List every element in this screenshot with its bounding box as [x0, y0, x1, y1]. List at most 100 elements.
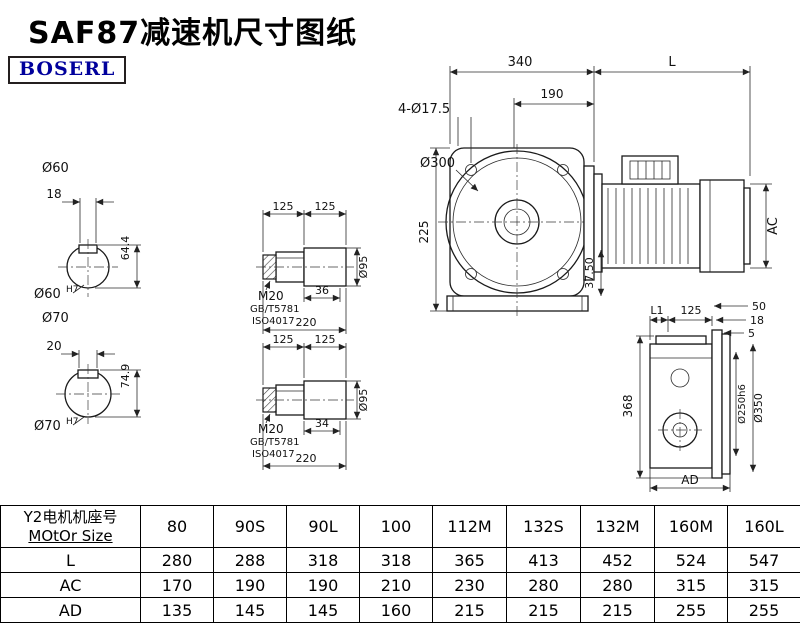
cell: 315	[728, 573, 800, 598]
dim-37-5-label: 37.50	[583, 257, 596, 289]
cell: 288	[214, 548, 287, 573]
dim-b-dia95-label: Ø95	[357, 389, 370, 412]
cell: 215	[433, 598, 507, 623]
shaft-end-view-a: Ø60 18 64.4 Ø60 H7	[34, 161, 141, 302]
row-label: AC	[1, 573, 141, 598]
col-header: 100	[360, 506, 433, 548]
dim-225-label: 225	[417, 221, 431, 244]
cell: 280	[141, 548, 214, 573]
table-header-motor-size: Y2电机机座号 MOtOr Size	[1, 506, 141, 548]
table-header-cn: Y2电机机座号	[1, 508, 140, 527]
row-label: AD	[1, 598, 141, 623]
cell: 255	[728, 598, 800, 623]
cell: 170	[141, 573, 214, 598]
dim-340: 340	[450, 55, 594, 162]
dim-18-label: 18	[750, 314, 764, 327]
table-row-L: L 280 288 318 318 365 413 452 524 547	[1, 548, 800, 573]
dim-b-34: 34	[304, 417, 340, 435]
dim-shaft-b-keywidth-label: 20	[46, 339, 61, 353]
thread-b-std2: ISO4017	[252, 449, 295, 460]
shaft-b-bore-label: Ø70 H7	[34, 417, 84, 434]
dim-a-36-label: 36	[315, 284, 329, 297]
table-row-AC: AC 170 190 190 210 230 280 280 315 315	[1, 573, 800, 598]
dim-dia350-label: Ø350	[752, 393, 765, 423]
thread-callout-a: M20 GB/T5781 ISO4017	[250, 281, 300, 327]
technical-drawing: Ø60 18 64.4 Ø60 H7	[0, 0, 800, 505]
dim-a-220-label: 220	[296, 316, 317, 329]
dim-L1-label: L1	[650, 304, 663, 317]
thread-b-label: M20	[258, 422, 284, 436]
col-header: 132S	[507, 506, 581, 548]
terminal-box	[622, 156, 678, 184]
motor-dimension-table: Y2电机机座号 MOtOr Size 80 90S 90L 100 112M 1…	[0, 505, 800, 623]
cell: 315	[655, 573, 728, 598]
flange-dia-label: Ø300	[420, 156, 455, 171]
thread-a-std2: ISO4017	[252, 316, 295, 327]
cell: 365	[433, 548, 507, 573]
col-header: 160L	[728, 506, 800, 548]
cell: 524	[655, 548, 728, 573]
dim-50-label: 50	[752, 300, 766, 313]
cell: 135	[141, 598, 214, 623]
dim-190-label: 190	[541, 87, 564, 101]
thread-callout-b: M20 GB/T5781 ISO4017	[250, 414, 300, 460]
dim-dia250: Ø250h6	[736, 352, 748, 456]
side-housing	[650, 344, 712, 468]
dim-shaft-b-keywidth: 20	[46, 339, 115, 368]
cell: 255	[655, 598, 728, 623]
cell: 280	[507, 573, 581, 598]
col-header: 160M	[655, 506, 728, 548]
cell: 160	[360, 598, 433, 623]
dim-dia250-label: Ø250h6	[736, 384, 748, 424]
dim-5-label: 5	[748, 327, 755, 340]
dim-b-34-label: 34	[315, 417, 329, 430]
cell: 215	[581, 598, 655, 623]
side-view: L1 125 50 18 5 368	[621, 300, 766, 492]
dim-L-label: L	[668, 55, 676, 70]
thread-a-std1: GB/T5781	[250, 304, 300, 315]
cell: 190	[287, 573, 360, 598]
shaft-end-view-b: Ø70 20 74.9 Ø70 H7	[34, 311, 141, 434]
fan-cover	[700, 180, 744, 272]
cell: 547	[728, 548, 800, 573]
dim-side-125-label: 125	[681, 304, 702, 317]
thread-b-std1: GB/T5781	[250, 437, 300, 448]
shaft-b-centerlines	[56, 364, 120, 424]
cell: 318	[360, 548, 433, 573]
table-row-AD: AD 135 145 145 160 215 215 215 255 255	[1, 598, 800, 623]
cell: 452	[581, 548, 655, 573]
dim-a-dia95-label: Ø95	[357, 256, 370, 279]
cell: 145	[287, 598, 360, 623]
thread-a-label: M20	[258, 289, 284, 303]
dim-368-label: 368	[621, 395, 635, 418]
shaft-detail-a: 125 125 M20 GB/T5781 ISO4017 36 220	[250, 200, 370, 334]
dim-L1: L1	[650, 304, 668, 340]
dim-shaft-b-height: 74.9	[95, 364, 141, 417]
row-label: L	[1, 548, 141, 573]
shaft-a-bore-label: Ø60 H7	[34, 285, 84, 302]
holes-label: 4-Ø17.5	[398, 102, 450, 117]
shaft-a-bore-dia: Ø60	[34, 287, 61, 302]
dim-a-125-right-label: 125	[315, 200, 336, 213]
shaft-a-dia-label: Ø60	[42, 161, 69, 176]
gearbox-base	[447, 296, 588, 311]
col-header: 90S	[214, 506, 287, 548]
dim-225: 225	[417, 148, 450, 311]
dim-shaft-a-keywidth: 18	[46, 187, 114, 243]
shaft-b-bore-dia: Ø70	[34, 419, 61, 434]
dim-side-125: 125	[668, 304, 712, 326]
shaft-b-dia-label: Ø70	[42, 311, 69, 326]
dim-AC: AC	[750, 184, 781, 268]
dim-AC-label: AC	[766, 217, 781, 235]
dim-AD-label: AD	[681, 473, 698, 487]
side-housing-top	[656, 336, 706, 344]
dim-shaft-a-keywidth-label: 18	[46, 187, 61, 201]
cell: 190	[214, 573, 287, 598]
side-flange-disc	[722, 334, 730, 474]
col-header: 132M	[581, 506, 655, 548]
cell: 318	[287, 548, 360, 573]
cell: 145	[214, 598, 287, 623]
cell: 230	[433, 573, 507, 598]
dim-b-125-125: 125 125	[263, 333, 346, 385]
